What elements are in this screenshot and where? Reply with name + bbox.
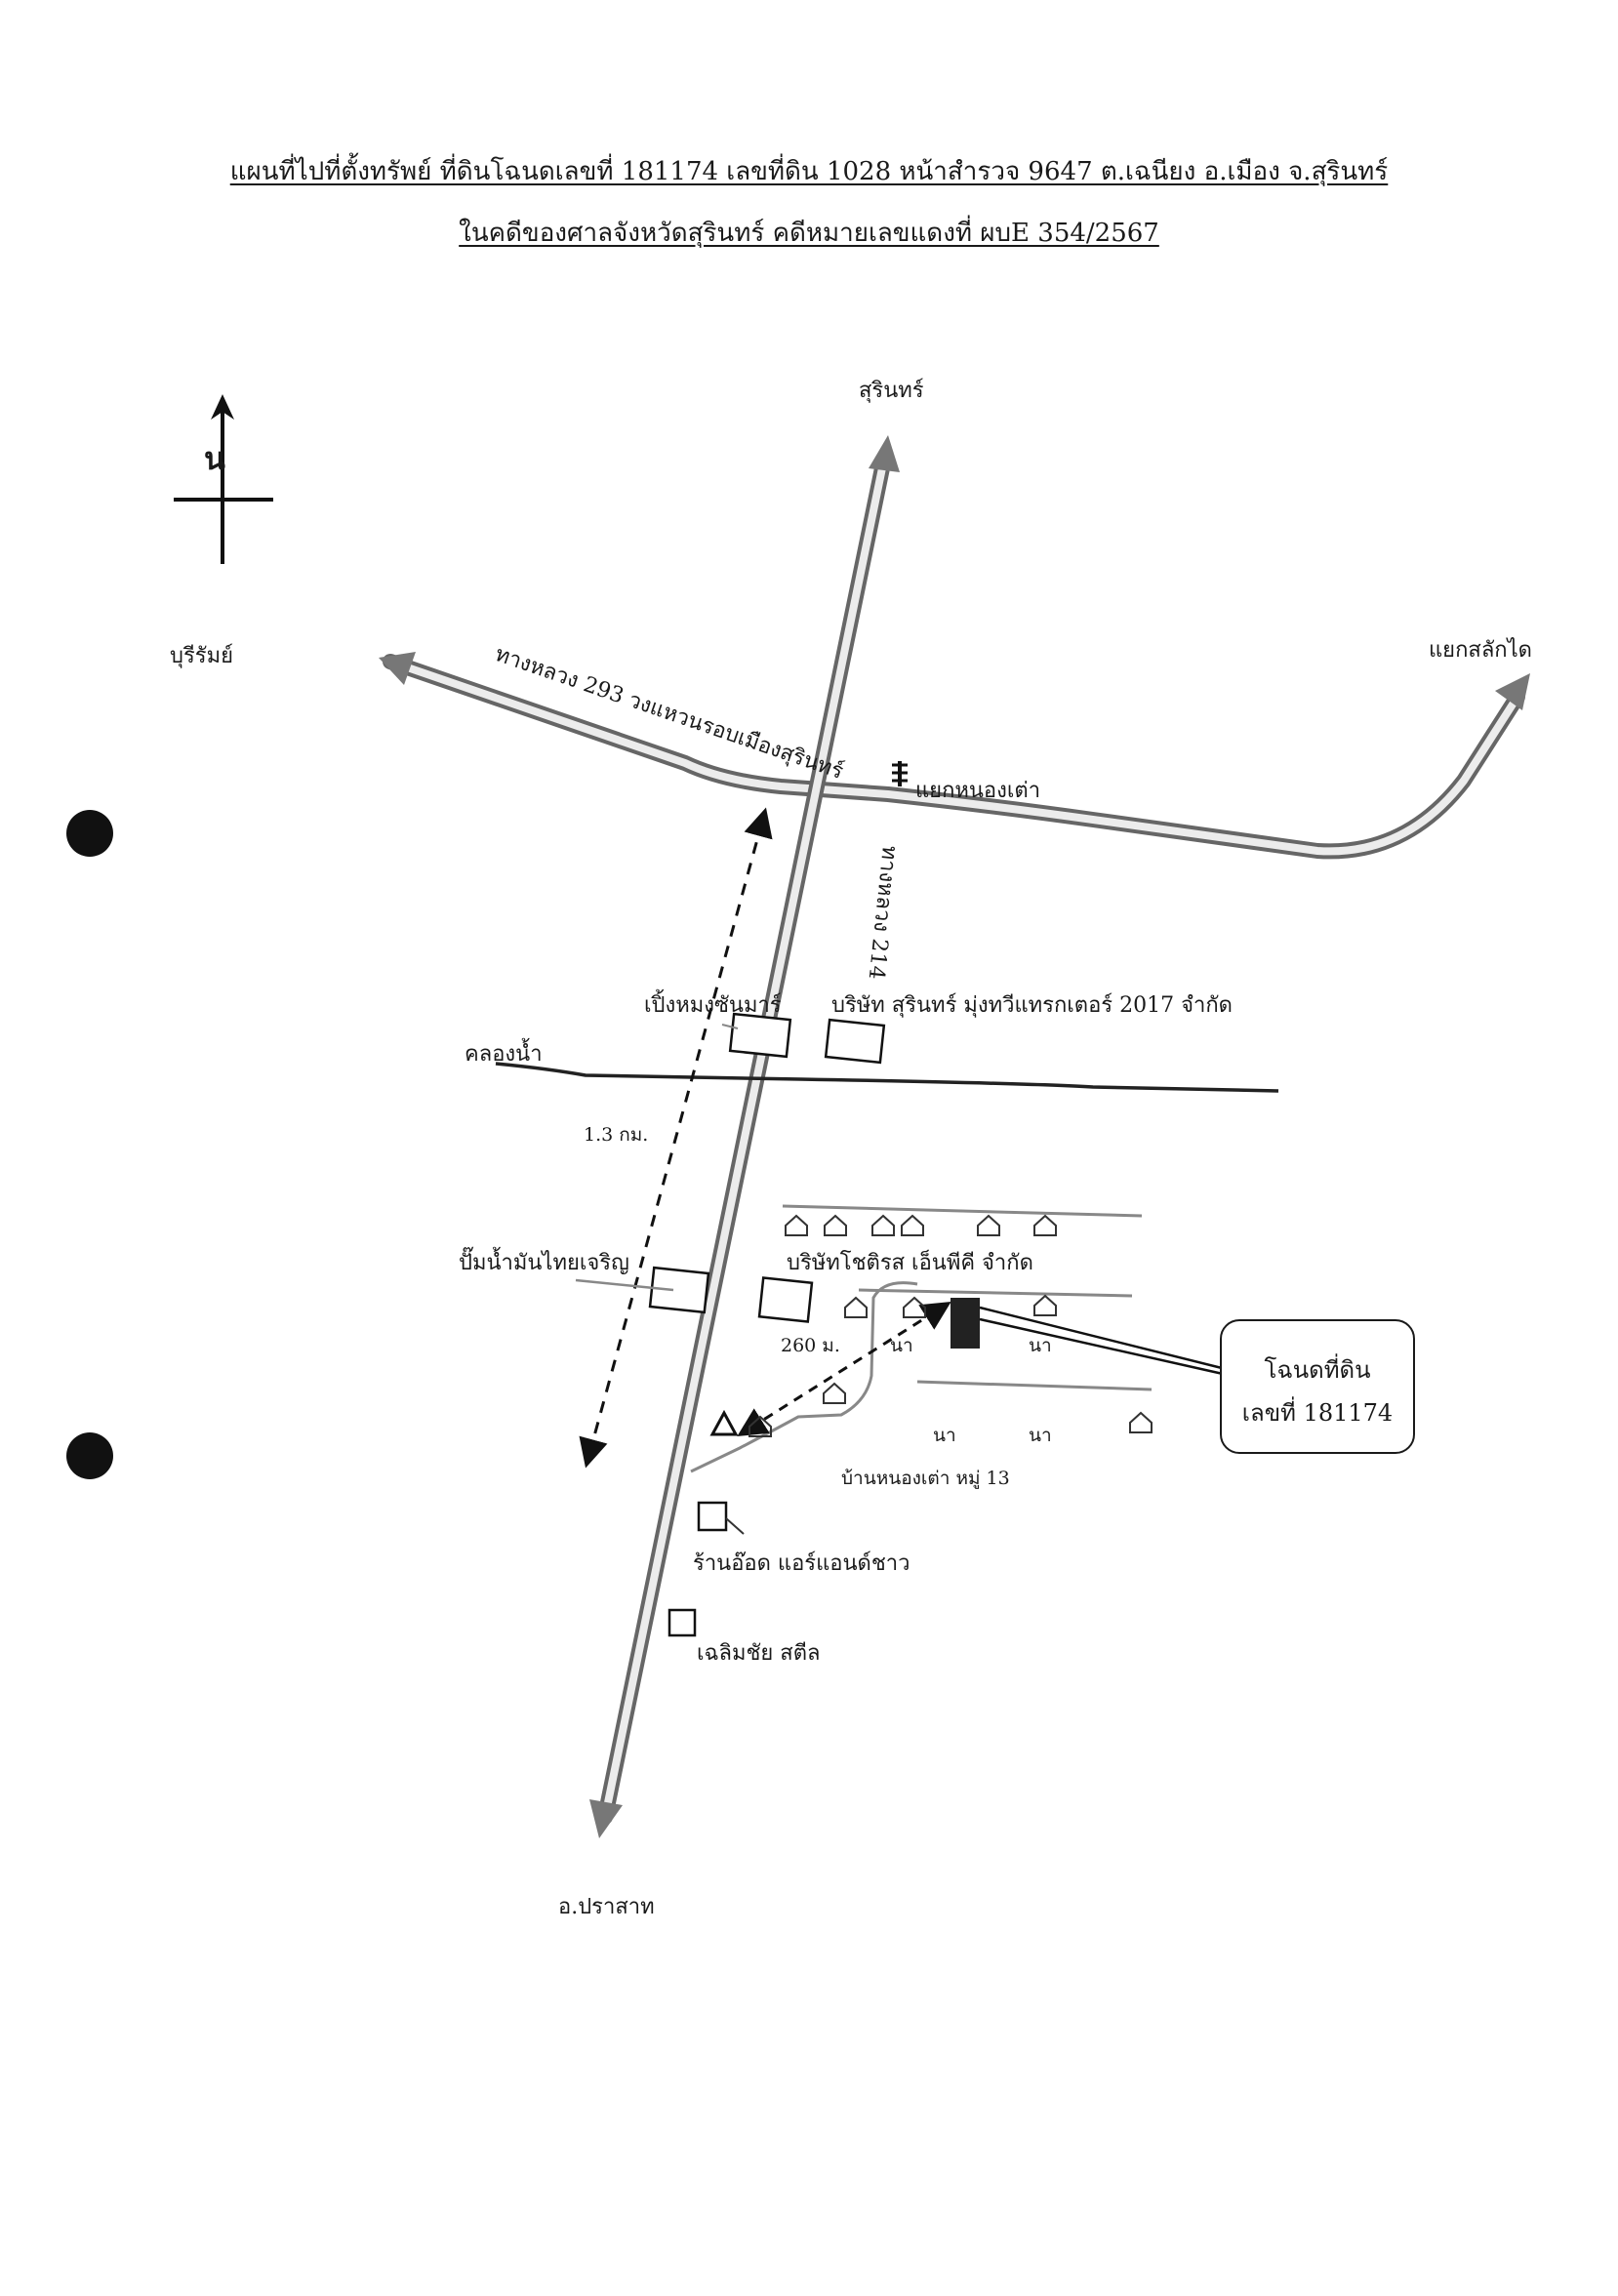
distance-line-260m	[737, 1302, 951, 1436]
house-icon	[785, 1214, 808, 1236]
direction-east-label: แยกสลักได	[1429, 638, 1532, 663]
house-icon	[844, 1296, 868, 1318]
air-shop-building	[697, 1501, 728, 1532]
distance-long-label: 1.3 กม.	[584, 1124, 649, 1146]
house-icon	[1033, 1294, 1057, 1316]
distance-line-1300m	[579, 807, 773, 1469]
house-icon	[748, 1415, 772, 1437]
traffic-light-icon	[892, 761, 908, 786]
direction-south-label: อ.ปราสาท	[558, 1895, 655, 1919]
house-icon	[1033, 1214, 1057, 1236]
field-label: นา	[1029, 1425, 1052, 1446]
tractor-company-label: บริษัท สุรินทร์ มุ่งทวีแทรกเตอร์ 2017 จำ…	[831, 993, 1233, 1018]
gas-station-building	[648, 1266, 710, 1314]
house-icon	[901, 1214, 924, 1236]
house-icon	[977, 1214, 1000, 1236]
map-title: แผนที่ไปที่ตั้งทรัพย์ ที่ดินโฉนดเลขที่ 1…	[229, 157, 1389, 186]
house-icon	[903, 1296, 926, 1318]
grill-leader	[721, 1024, 739, 1029]
field-label: นา	[933, 1425, 956, 1446]
ring-road-293	[379, 652, 1530, 860]
direction-north-label: สุรินทร์	[859, 379, 924, 403]
punch-hole-top	[66, 810, 113, 857]
canal-label: คลองน้ำ	[465, 1042, 543, 1067]
air-shop-leader	[725, 1517, 745, 1535]
callout-line-2: เลขที่ 181174	[1241, 1399, 1394, 1427]
house-icon	[1129, 1411, 1153, 1433]
tractor-company-building	[824, 1018, 886, 1065]
field-label: นา	[890, 1335, 913, 1356]
chotiros-company-label: บริษัทโชติรส เอ็นพีคี จำกัด	[787, 1251, 1033, 1275]
distance-short-label: 260 ม.	[781, 1335, 840, 1356]
punch-hole-bottom	[66, 1432, 113, 1479]
grill-label: เปิ้งหมงซันมาร์	[644, 993, 782, 1018]
highway-214-label: ทางหลวง 214	[864, 844, 902, 981]
gas-station-label: ปั๊มน้ำมันไทยเจริญ	[459, 1251, 629, 1275]
callout-line-1: โฉนดที่ดิน	[1264, 1356, 1371, 1384]
air-shop-label: ร้านอ๊อด แอร์แอนด์ชาว	[693, 1551, 910, 1576]
direction-west-label: บุรีรัมย์	[170, 644, 233, 668]
house-icon	[824, 1214, 847, 1236]
houses	[748, 1214, 1153, 1437]
steel-shop-building	[667, 1608, 697, 1637]
house-icon	[871, 1214, 895, 1236]
gas-station-leader	[575, 1278, 674, 1292]
village-label: บ้านหนองเต่า หมู่ 13	[841, 1468, 1010, 1489]
triangle-marker-icon	[709, 1409, 739, 1436]
field-label: นา	[1029, 1335, 1052, 1356]
chotiros-company-building	[757, 1276, 814, 1323]
steel-shop-label: เฉลิมชัย สตีล	[697, 1641, 821, 1666]
canal-line	[495, 1062, 1279, 1093]
north-label: น	[204, 440, 225, 477]
grill-building	[728, 1012, 792, 1059]
map-subtitle: ในคดีของศาลจังหวัดสุรินทร์ คดีหมายเลขแดง…	[459, 219, 1159, 248]
callout-pointer	[979, 1306, 1223, 1370]
house-icon	[823, 1382, 846, 1404]
land-deed-callout: โฉนดที่ดิน เลขที่ 181174	[1220, 1319, 1415, 1454]
north-arrow-icon	[174, 394, 273, 564]
land-parcel-icon	[951, 1298, 980, 1349]
junction-label: แยกหนองเต่า	[915, 779, 1041, 803]
